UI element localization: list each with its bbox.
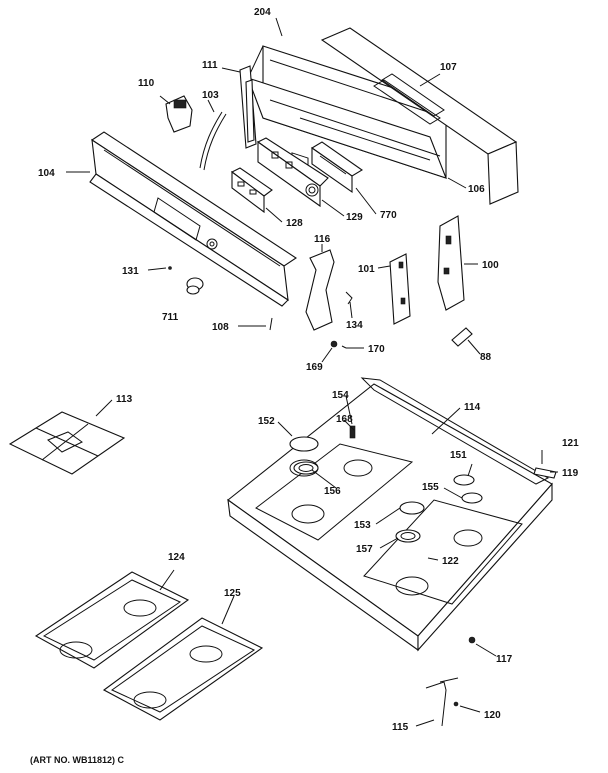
label-121: 121	[562, 438, 579, 449]
cooktop-114	[227, 377, 553, 652]
label-115: 115	[392, 722, 409, 733]
burner-heads	[289, 425, 483, 543]
label-104: 104	[38, 168, 55, 179]
label-154: 154	[332, 390, 349, 401]
screw-131	[168, 266, 172, 270]
label-101: 101	[358, 264, 375, 275]
art-number: (ART NO. WB11812) C	[30, 755, 125, 765]
end-cap-100	[437, 215, 465, 311]
label-100: 100	[482, 260, 499, 271]
label-122: 122	[442, 556, 459, 567]
label-204: 204	[254, 7, 271, 18]
knob-711	[186, 277, 204, 295]
label-129: 129	[346, 212, 363, 223]
label-168: 168	[336, 414, 353, 425]
screw-108	[269, 317, 273, 331]
side-bracket-111	[239, 65, 257, 149]
leader-lines	[66, 17, 558, 727]
clip-169-170	[330, 340, 347, 349]
label-119: 119	[562, 468, 579, 479]
screw-120	[453, 701, 459, 707]
ignition-switch-110	[165, 95, 193, 133]
label-103: 103	[202, 90, 219, 101]
side-trim-116	[305, 249, 335, 331]
control-board-129	[256, 137, 329, 208]
drip-pan-124	[34, 571, 190, 669]
burner-grate-113	[8, 411, 126, 475]
label-110: 110	[138, 78, 155, 89]
label-131: 131	[122, 266, 139, 277]
label-169: 169	[306, 362, 323, 373]
label-128: 128	[286, 218, 303, 229]
label-152: 152	[258, 416, 275, 427]
hinge-101	[389, 253, 411, 325]
spacer-88	[451, 327, 473, 347]
label-107: 107	[440, 62, 457, 73]
label-157: 157	[356, 544, 373, 555]
label-156: 156	[324, 486, 341, 497]
label-151: 151	[450, 450, 467, 461]
label-153: 153	[354, 520, 371, 531]
wire-harness-103	[199, 111, 227, 171]
label-114: 114	[464, 402, 481, 413]
part-labels: 204 107 111 110 103 104 106 128 129 770 …	[38, 7, 579, 733]
label-111: 111	[202, 60, 218, 71]
small-parts-119-121	[533, 450, 557, 479]
igniter-115	[425, 677, 459, 727]
label-155: 155	[422, 482, 439, 493]
label-88: 88	[480, 352, 492, 363]
label-170: 170	[368, 344, 385, 355]
screw-117	[468, 636, 476, 644]
label-770: 770	[380, 210, 397, 221]
drip-pan-125	[102, 617, 264, 721]
top-trim-cover	[320, 27, 519, 205]
label-134: 134	[346, 320, 363, 331]
label-117: 117	[496, 654, 513, 665]
display-module-770	[310, 141, 364, 194]
label-124: 124	[168, 552, 185, 563]
label-116: 116	[314, 234, 331, 245]
label-106: 106	[468, 184, 485, 195]
control-panel-104	[89, 131, 297, 307]
bracket-134	[345, 291, 353, 305]
overlay-128	[230, 167, 273, 214]
label-711: 711	[162, 312, 179, 323]
label-125: 125	[224, 588, 241, 599]
label-120: 120	[484, 710, 501, 721]
label-113: 113	[116, 394, 133, 405]
label-108: 108	[212, 322, 229, 333]
